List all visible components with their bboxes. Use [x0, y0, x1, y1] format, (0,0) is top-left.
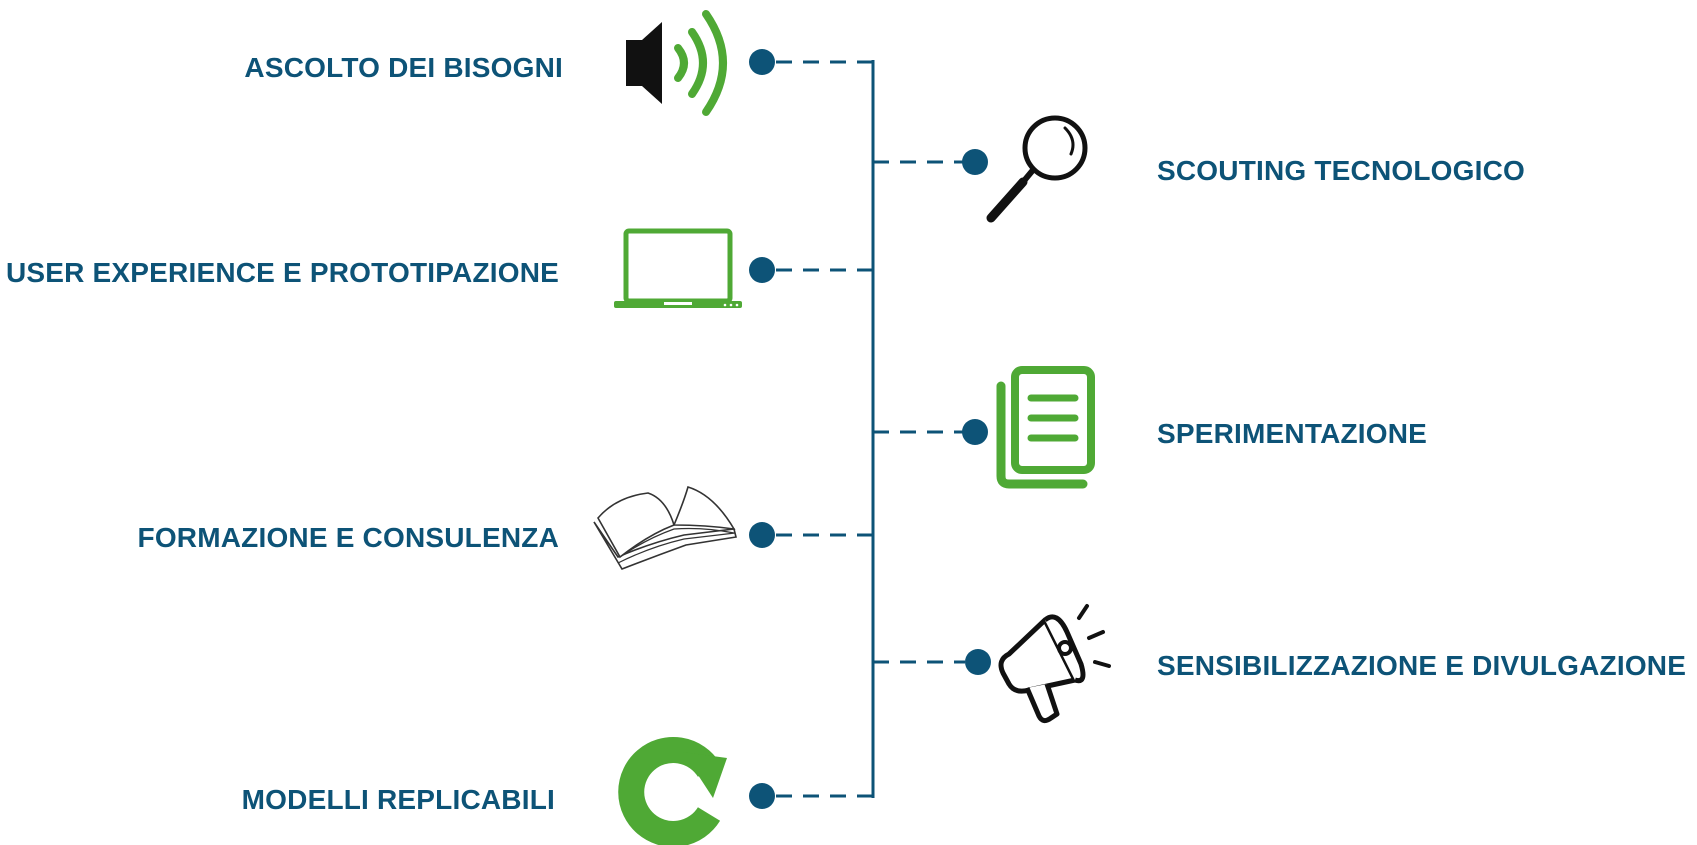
node-dot	[749, 257, 775, 283]
megaphone-icon	[995, 598, 1120, 724]
label-formazione-consulenza: FORMAZIONE E CONSULENZA	[137, 522, 559, 553]
connector-left-2	[749, 257, 873, 283]
node-dot	[962, 149, 988, 175]
node-dot	[965, 649, 991, 675]
connector-right-2	[873, 419, 988, 445]
label-ascolto-dei-bisogni: ASCOLTO DEI BISOGNI	[244, 52, 563, 83]
magnifier-icon	[985, 112, 1095, 224]
label-user-experience: USER EXPERIENCE E PROTOTIPAZIONE	[5, 257, 559, 288]
label-sperimentazione: SPERIMENTAZIONE	[1157, 418, 1428, 449]
laptop-icon	[612, 228, 744, 312]
node-dot	[962, 419, 988, 445]
refresh-icon	[615, 736, 730, 845]
connector-right-1	[873, 149, 988, 175]
node-dot	[749, 783, 775, 809]
node-dot	[749, 522, 775, 548]
label-sensibilizzazione-divulgazione: SENSIBILIZZAZIONE E DIVULGAZIONE	[1157, 650, 1687, 681]
label-scouting-tecnologico: SCOUTING TECNOLOGICO	[1157, 155, 1525, 186]
speaker-icon	[622, 8, 747, 118]
open-book-icon	[588, 485, 748, 575]
connector-right-3	[873, 649, 991, 675]
connector-left-4	[749, 783, 873, 809]
documents-icon	[993, 366, 1098, 489]
connector-left-1	[749, 49, 873, 75]
label-modelli-replicabili: MODELLI REPLICABILI	[241, 784, 555, 815]
connector-left-3	[749, 522, 873, 548]
node-dot	[749, 49, 775, 75]
